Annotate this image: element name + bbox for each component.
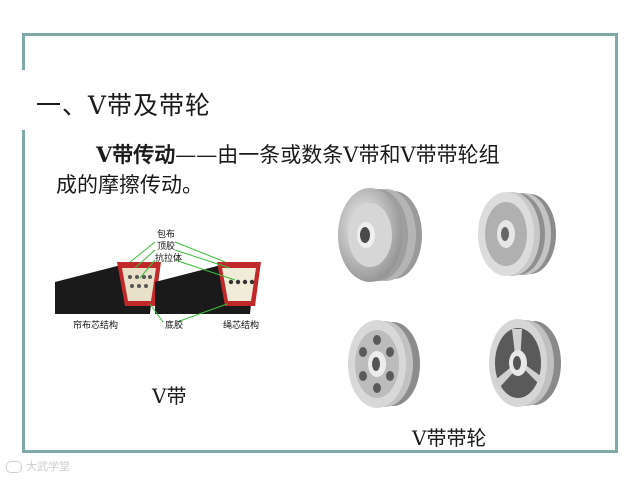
description-line-1: V带传动——由一条或数条V带和V带带轮组 [56, 140, 596, 170]
frame-gap [22, 70, 25, 130]
label-bottom-rubber: 底胶 [165, 319, 183, 331]
watermark-text: 大武学堂 [26, 460, 70, 473]
term-v-belt-drive: V带传动 [96, 142, 175, 167]
four-groove-pulley-icon [468, 186, 568, 282]
watermark-logo-icon [6, 461, 22, 473]
belt-section-right-core [222, 268, 256, 301]
solid-web-pulley-icon [328, 183, 438, 283]
v-belt-diagram: 包布 顶胶 抗拉体 底胶 帘布芯结构 绳芯结构 [55, 222, 275, 342]
label-tension-layer: 抗拉体 [155, 252, 182, 264]
watermark: 大武学堂 [6, 458, 70, 474]
label-cover: 包布 [157, 228, 175, 240]
label-rope-core: 绳芯结构 [223, 319, 259, 331]
v-belt-caption: V带 [152, 380, 186, 409]
spoked-pulley-icon [472, 313, 572, 413]
description-text-1: 由一条或数条V带和V带带轮组 [217, 143, 499, 167]
pulley-caption: V带带轮 [412, 422, 486, 451]
slide-title: 一、V带及带轮 [36, 86, 211, 122]
label-cord-fabric: 帘布芯结构 [73, 319, 118, 331]
hole-web-pulley-icon [333, 314, 433, 414]
term-dash: —— [175, 143, 217, 167]
label-top-rubber: 顶胶 [157, 240, 175, 252]
